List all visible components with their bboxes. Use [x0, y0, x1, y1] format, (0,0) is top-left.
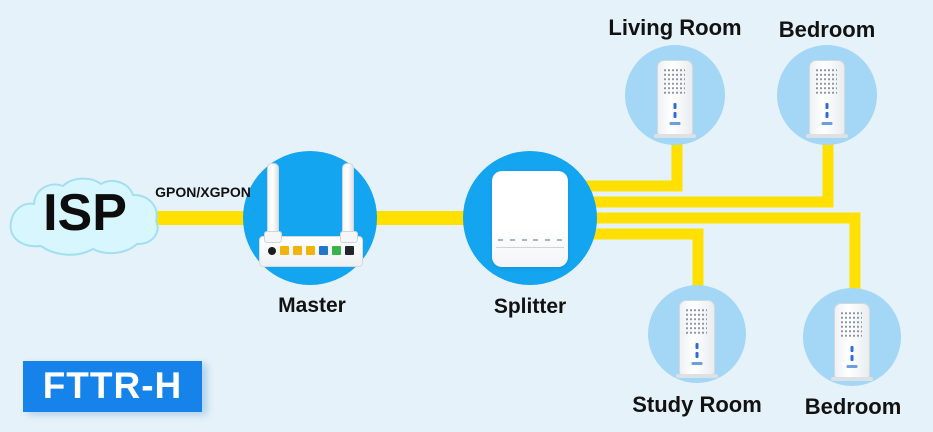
living-room-label: Living Room [608, 15, 742, 40]
vent-grille-icon [663, 68, 685, 95]
vent-grille-icon [815, 68, 837, 95]
vent-grille-icon [840, 311, 862, 338]
fttr-h-badge: FTTR-H [23, 361, 202, 412]
status-led-icon [850, 355, 854, 361]
status-led-icon [825, 112, 829, 118]
room-node-study-room [648, 285, 746, 383]
pon-port-icon [332, 246, 341, 255]
master-node [243, 151, 377, 285]
slave-unit-icon [806, 60, 848, 138]
router-ports [260, 246, 362, 255]
bedroom-bottom-label: Bedroom [804, 394, 902, 419]
slave-unit-icon [831, 303, 873, 381]
status-led-icon [673, 112, 677, 118]
wan-port-icon [319, 246, 328, 255]
status-led-icon [695, 343, 699, 349]
brand-logo-icon [691, 362, 703, 365]
status-led-icon [825, 103, 829, 109]
device-stand-icon [831, 377, 873, 381]
router-icon [259, 231, 363, 267]
device-stand-icon [806, 134, 848, 138]
splitter-label: Splitter [493, 295, 567, 318]
cable-splitter-bedroom-bottom [550, 212, 861, 300]
status-led-icon [850, 346, 854, 352]
vent-grille-icon [685, 308, 707, 335]
cable-splitter-study-room [550, 228, 704, 292]
lan-port-icon [293, 246, 302, 255]
room-node-bedroom-bottom [803, 288, 901, 386]
slave-unit-icon [676, 300, 718, 378]
master-label: Master [278, 294, 346, 317]
room-node-living-room [625, 45, 725, 145]
brand-logo-icon [846, 365, 858, 368]
splitter-port-labels [498, 239, 562, 241]
brand-logo-icon [669, 122, 681, 125]
splitter-seam [496, 247, 564, 248]
isp-label: ISP [43, 184, 127, 242]
power-port-icon [268, 246, 276, 255]
usb-port-icon [345, 246, 354, 255]
uplink-label: GPON/XGPON [155, 184, 251, 200]
device-stand-icon [676, 374, 718, 378]
cable-splitter-bedroom-top [550, 136, 834, 208]
router-hinge-icon [340, 231, 358, 243]
splitter-device-icon [492, 171, 568, 267]
cable-splitter-living-room [550, 140, 683, 192]
bedroom-top-label: Bedroom [778, 17, 876, 42]
device-stand-icon [654, 134, 696, 138]
lan-port-icon [306, 246, 315, 255]
study-room-label: Study Room [632, 392, 762, 417]
router-hinge-icon [264, 231, 282, 243]
splitter-node [463, 151, 597, 285]
status-led-icon [695, 352, 699, 358]
status-led-icon [673, 103, 677, 109]
lan-port-icon [280, 246, 289, 255]
cloud-icon [9, 177, 159, 256]
brand-logo-icon [821, 122, 833, 125]
isp-cloud-node: ISP [5, 176, 165, 258]
room-node-bedroom-top [777, 45, 877, 145]
slave-unit-icon [654, 60, 696, 138]
